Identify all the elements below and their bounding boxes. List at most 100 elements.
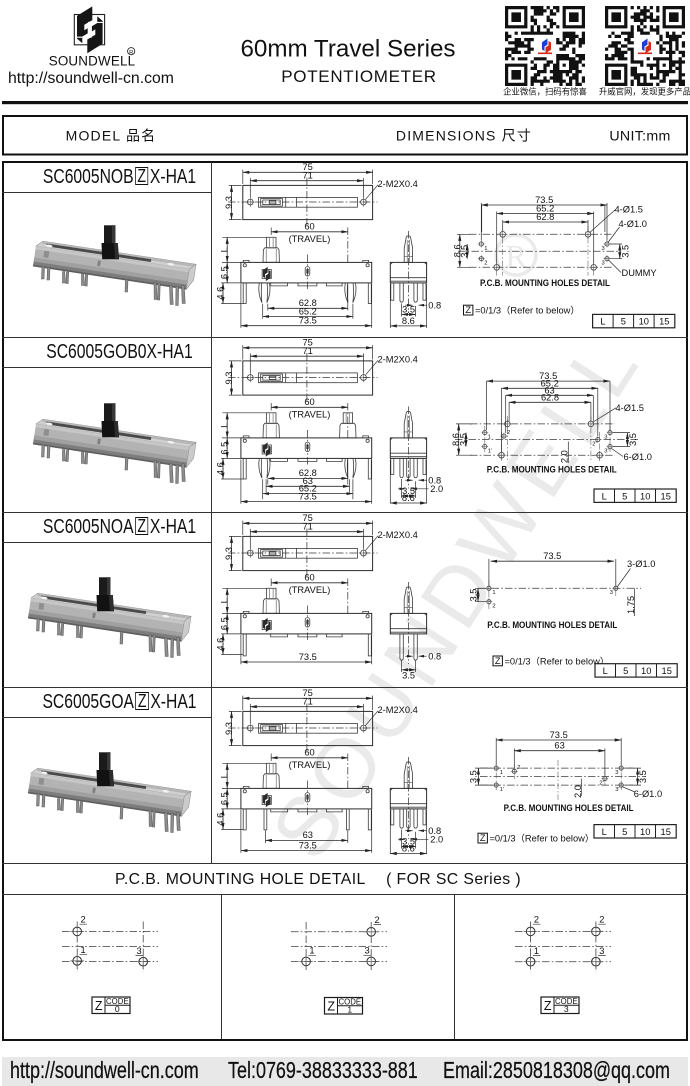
svg-text:73.5: 73.5: [535, 195, 553, 205]
svg-text:73.5: 73.5: [299, 491, 317, 501]
svg-text:2.0: 2.0: [430, 835, 443, 845]
svg-text:3: 3: [604, 434, 607, 440]
svg-text:企业微信，扫码有惊喜: 企业微信，扫码有惊喜: [503, 87, 587, 97]
svg-text:Tel:0769-38833333-881: Tel:0769-38833333-881: [228, 1058, 418, 1084]
svg-text:Email:2850818308@qq.com: Email:2850818308@qq.com: [443, 1058, 670, 1084]
svg-text:3.5: 3.5: [638, 770, 648, 783]
svg-text:2: 2: [507, 430, 510, 436]
svg-text:3: 3: [602, 246, 605, 252]
svg-text:http://soundwell-cn.com: http://soundwell-cn.com: [8, 70, 174, 87]
svg-text:3.5: 3.5: [469, 770, 479, 783]
svg-text:3: 3: [599, 946, 604, 956]
svg-text:2.0: 2.0: [430, 484, 443, 494]
svg-text:62.8: 62.8: [541, 392, 559, 402]
svg-text:4-Ø1.0: 4-Ø1.0: [619, 219, 647, 229]
svg-text:2: 2: [534, 915, 539, 925]
svg-text:0: 0: [115, 1004, 120, 1014]
svg-text:2: 2: [599, 915, 604, 925]
svg-text:3.5: 3.5: [402, 486, 415, 496]
svg-text:P.C.B. MOUNTING HOLES DETAIL: P.C.B. MOUNTING HOLES DETAIL: [487, 464, 617, 475]
svg-text:1: 1: [534, 946, 539, 956]
svg-text:2: 2: [375, 915, 380, 925]
svg-text:6-Ø1.0: 6-Ø1.0: [634, 789, 662, 799]
svg-text:3: 3: [610, 590, 613, 596]
svg-text:62.8: 62.8: [299, 298, 317, 308]
svg-text:65.2: 65.2: [299, 484, 317, 494]
svg-text:4-Ø1.5: 4-Ø1.5: [615, 205, 643, 215]
svg-text:62.8: 62.8: [299, 468, 317, 478]
svg-text:P.C.B. MOUNTING HOLES DETAIL: P.C.B. MOUNTING HOLES DETAIL: [504, 803, 634, 814]
svg-text:3-Ø1.0: 3-Ø1.0: [627, 559, 655, 569]
svg-text:65.2: 65.2: [536, 203, 554, 213]
svg-text:1: 1: [347, 1005, 352, 1015]
svg-text:POTENTIOMETER: POTENTIOMETER: [281, 67, 437, 86]
svg-text:3': 3': [604, 448, 608, 454]
svg-text:8.6: 8.6: [452, 244, 462, 257]
svg-text:1': 1': [488, 448, 492, 454]
svg-text:0.8: 0.8: [428, 826, 441, 836]
svg-text:P.C.B. MOUNTING HOLE DETAIL (: P.C.B. MOUNTING HOLE DETAIL ( FOR SC Ser…: [115, 871, 521, 888]
svg-text:8.6: 8.6: [402, 844, 415, 854]
svg-text:P.C.B. MOUNTING HOLES DETAIL: P.C.B. MOUNTING HOLES DETAIL: [480, 278, 610, 289]
svg-text:8.6: 8.6: [451, 433, 461, 446]
svg-text:3.5: 3.5: [628, 433, 638, 446]
svg-text:SOUNDWELL: SOUNDWELL: [49, 54, 136, 69]
svg-text:3.5: 3.5: [460, 245, 470, 258]
svg-text:3: 3: [137, 946, 142, 956]
svg-text:65.2: 65.2: [299, 306, 317, 316]
svg-text:UNIT:mm: UNIT:mm: [609, 129, 670, 145]
svg-text:62.8: 62.8: [536, 212, 554, 222]
svg-text:73.5: 73.5: [299, 840, 317, 850]
svg-text:0.8: 0.8: [428, 651, 441, 661]
svg-text:1': 1': [500, 787, 504, 793]
svg-text:6-Ø1.0: 6-Ø1.0: [624, 452, 652, 462]
svg-text:73.5: 73.5: [543, 551, 561, 561]
svg-text:升威官网，发现更多产品: 升威官网，发现更多产品: [599, 87, 690, 97]
svg-text:8.6: 8.6: [402, 316, 415, 326]
svg-text:2: 2: [484, 261, 487, 267]
svg-text:2': 2': [599, 781, 603, 787]
svg-text:DIMENSIONS 尺寸: DIMENSIONS 尺寸: [396, 128, 532, 144]
svg-text:2: 2: [81, 915, 86, 925]
svg-text:3: 3: [602, 261, 605, 267]
svg-text:8.6: 8.6: [402, 493, 415, 503]
svg-text:2.0: 2.0: [560, 450, 570, 463]
svg-text:1: 1: [492, 590, 495, 596]
svg-text:2': 2': [592, 441, 596, 447]
svg-text:3': 3': [615, 787, 619, 793]
svg-text:R: R: [505, 238, 527, 274]
svg-text:1: 1: [309, 946, 314, 956]
svg-text:63: 63: [303, 830, 313, 840]
svg-text:http://soundwell-cn.com: http://soundwell-cn.com: [10, 1058, 199, 1084]
svg-text:63: 63: [544, 385, 554, 395]
svg-text:73.5: 73.5: [299, 652, 317, 662]
svg-text:1: 1: [488, 434, 491, 440]
svg-text:3.5: 3.5: [402, 837, 415, 847]
svg-text:1.75: 1.75: [626, 596, 636, 614]
svg-text:MODEL 品名: MODEL 品名: [66, 128, 157, 144]
svg-text:3: 3: [365, 946, 370, 956]
svg-text:2: 2: [517, 765, 520, 771]
svg-text:60mm Travel Series: 60mm Travel Series: [240, 35, 455, 62]
svg-text:4-Ø1.5: 4-Ø1.5: [616, 403, 644, 413]
svg-text:P.C.B. MOUNTING HOLES DETAIL: P.C.B. MOUNTING HOLES DETAIL: [487, 620, 617, 631]
svg-text:1: 1: [484, 246, 487, 252]
svg-text:1: 1: [81, 945, 86, 955]
svg-text:3.5: 3.5: [402, 670, 415, 680]
svg-text:65.2: 65.2: [541, 378, 559, 388]
svg-text:63: 63: [303, 476, 313, 486]
svg-text:0.8: 0.8: [428, 475, 441, 485]
svg-text:73.5: 73.5: [550, 730, 568, 740]
svg-text:3: 3: [615, 770, 618, 776]
svg-text:2.0: 2.0: [573, 785, 583, 798]
svg-text:3.5: 3.5: [468, 589, 478, 602]
svg-text:3: 3: [564, 1004, 569, 1014]
svg-text:3.5: 3.5: [459, 433, 469, 446]
svg-text:63: 63: [554, 741, 564, 751]
svg-text:3.5: 3.5: [402, 304, 415, 314]
svg-text:0.8: 0.8: [428, 300, 441, 310]
svg-text:R: R: [129, 50, 133, 56]
svg-text:1: 1: [500, 770, 503, 776]
svg-text:73.5: 73.5: [539, 371, 557, 381]
svg-text:2: 2: [492, 604, 495, 610]
